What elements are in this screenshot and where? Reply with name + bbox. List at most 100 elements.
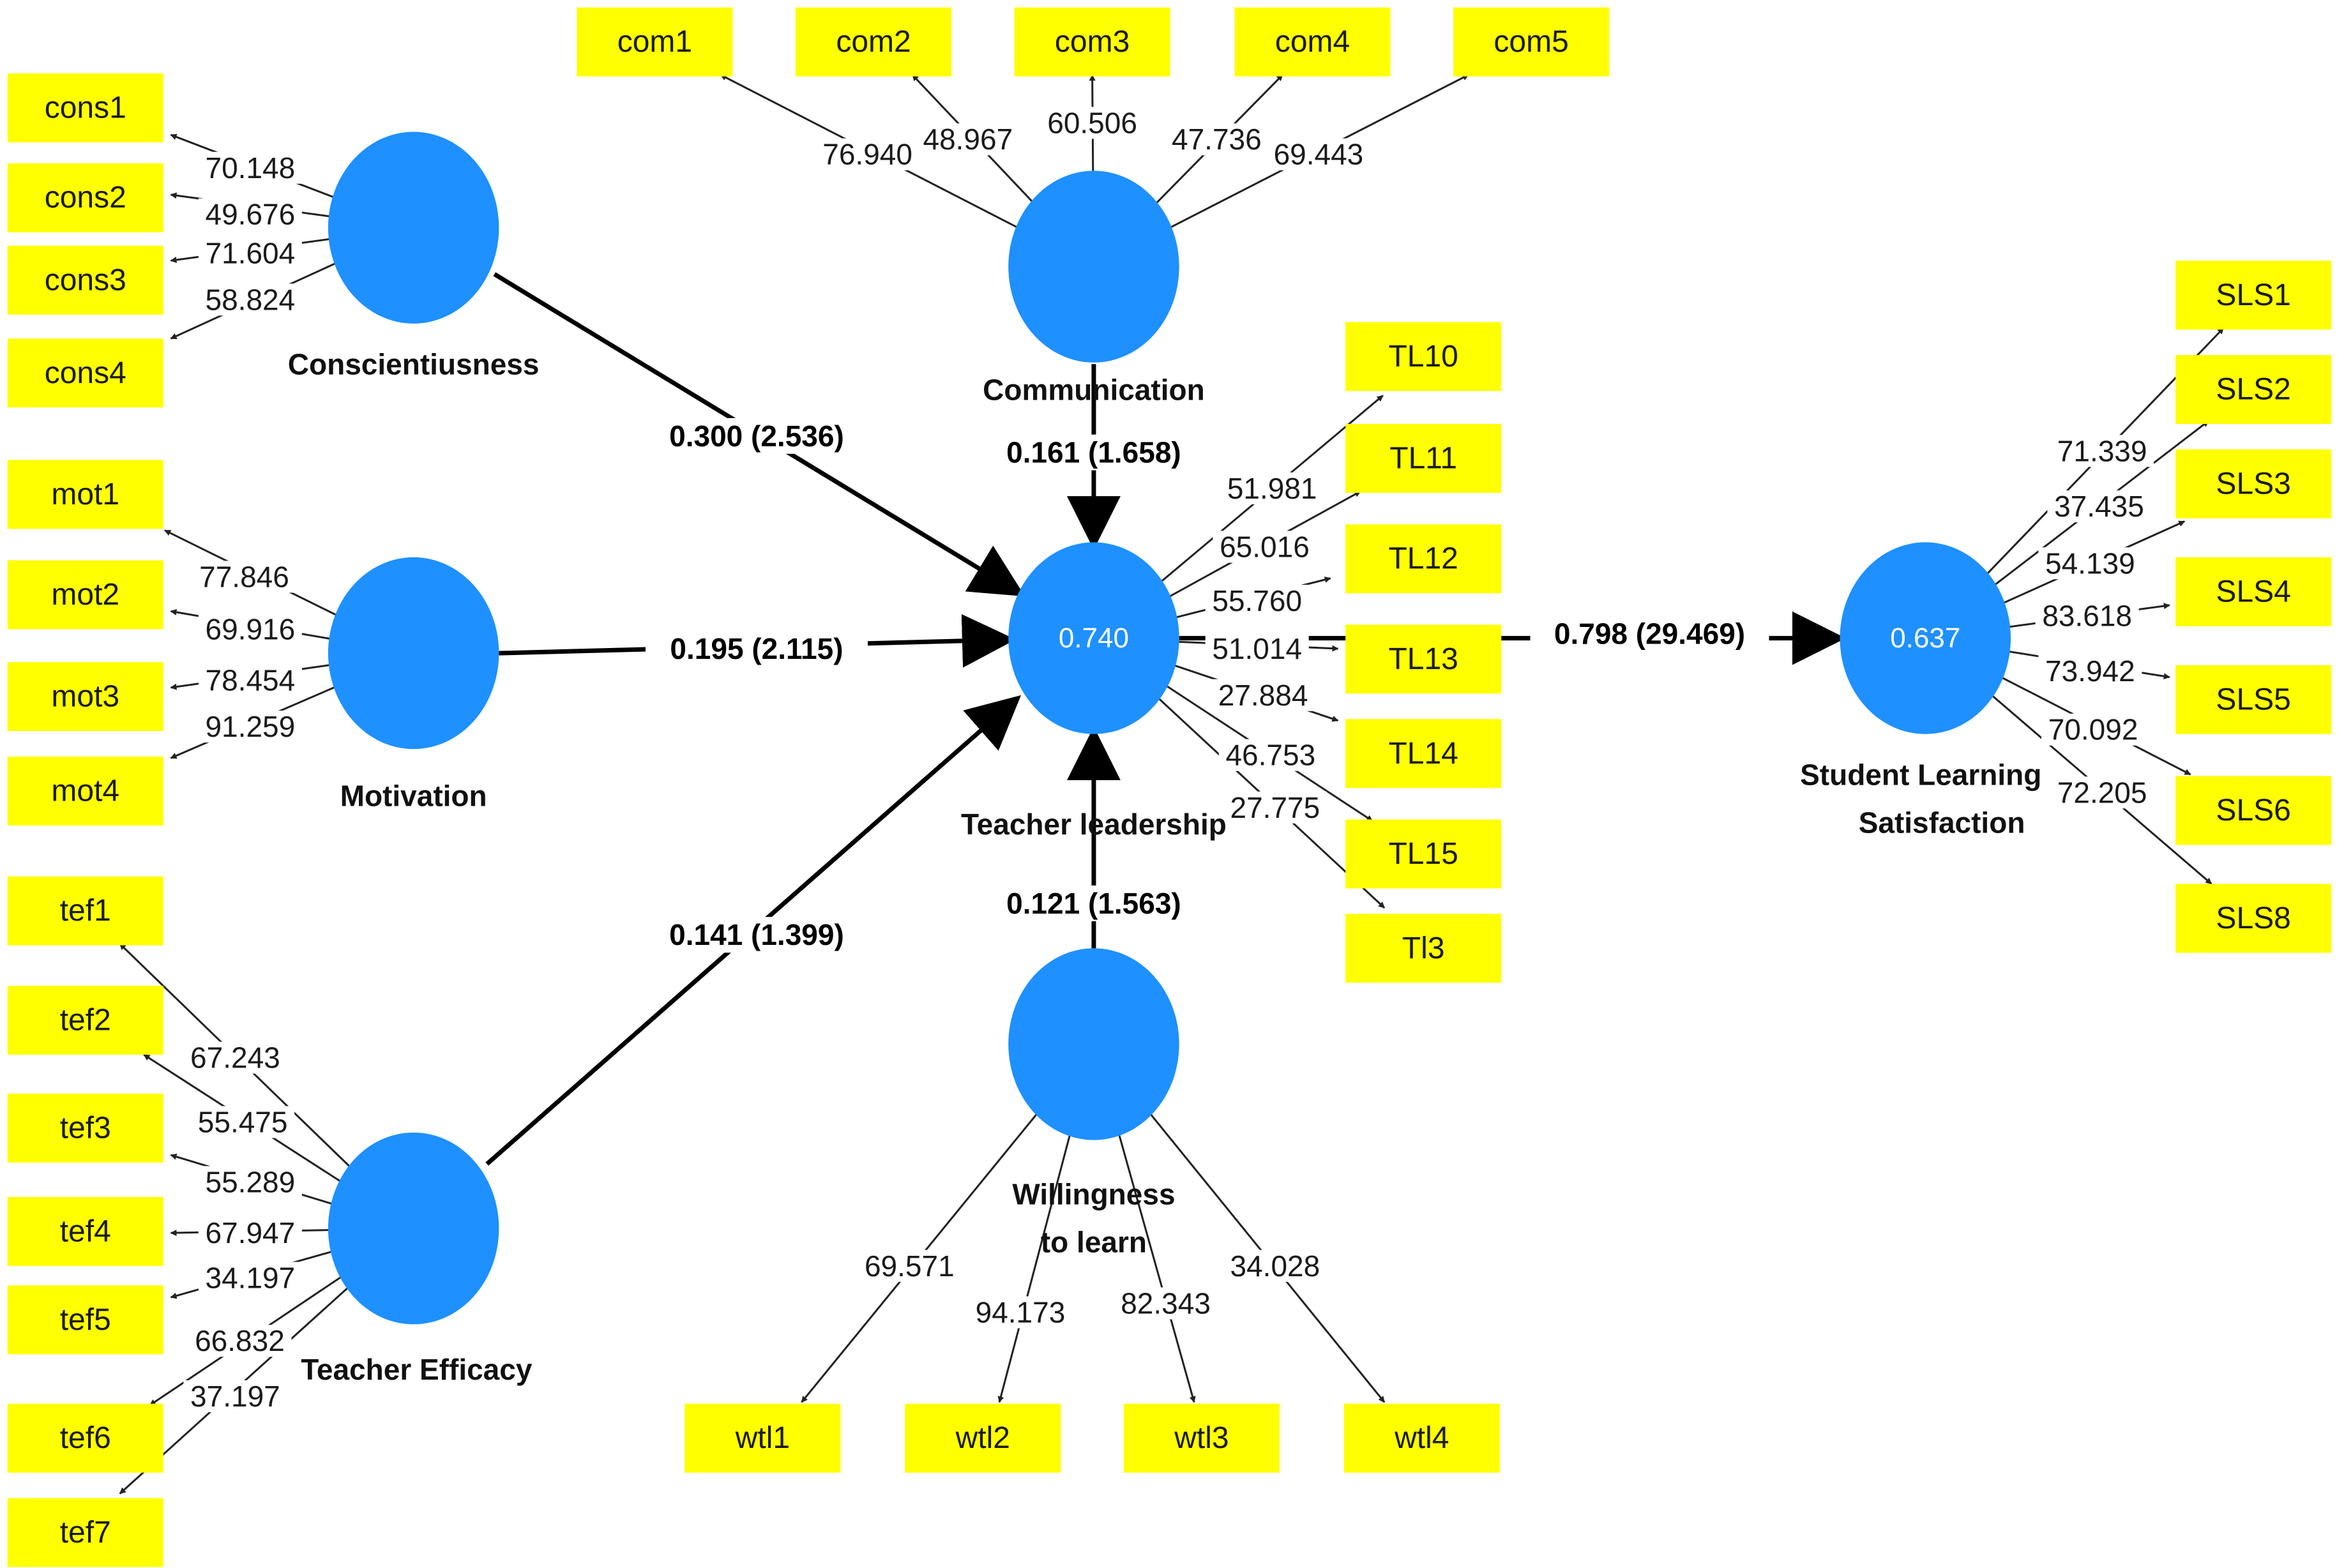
loading-label-background — [1205, 633, 1309, 665]
loading-value-com2: 48.967 — [923, 123, 1013, 156]
indicator-box — [577, 7, 733, 77]
indicator-mot3[interactable]: mot3 — [7, 662, 163, 732]
path-label-background — [1530, 615, 1769, 652]
indicator-sls1[interactable]: SLS1 — [2175, 260, 2332, 330]
indicator-tl12[interactable]: TL12 — [1345, 524, 1502, 594]
loading-value-tef5: 34.197 — [206, 1262, 296, 1295]
loading-label-background — [198, 151, 302, 184]
indicator-sls3[interactable]: SLS3 — [2175, 449, 2332, 518]
indicator-tef4[interactable]: tef4 — [7, 1196, 163, 1266]
latent-name-tl: Teacher leadership — [961, 808, 1227, 841]
loading-value-tl13: 51.014 — [1212, 632, 1302, 665]
indicator-wtl3[interactable]: wtl3 — [1123, 1403, 1280, 1473]
latent-variable-mot[interactable] — [328, 557, 499, 750]
indicator-sls8[interactable]: SLS8 — [2175, 884, 2332, 953]
path-label-background — [982, 885, 1205, 921]
indicator-box — [2175, 260, 2332, 330]
indicator-com5[interactable]: com5 — [1453, 7, 1610, 77]
indicator-label: TL13 — [1388, 642, 1458, 676]
indicator-box — [7, 756, 163, 825]
indicator-label: wtl2 — [955, 1421, 1010, 1455]
latent-variables-layer: 0.740 0.637 — [328, 132, 2011, 1325]
indicator-tef5[interactable]: tef5 — [7, 1285, 163, 1355]
indicator-mot1[interactable]: mot1 — [7, 460, 163, 529]
indicator-wtl1[interactable]: wtl1 — [684, 1403, 841, 1473]
indicator-com4[interactable]: com4 — [1234, 7, 1391, 77]
indicator-sls2[interactable]: SLS2 — [2175, 355, 2332, 425]
loading-value-com5: 69.443 — [1274, 138, 1364, 171]
loading-value-wtl4: 34.028 — [1230, 1249, 1320, 1283]
indicator-wtl4[interactable]: wtl4 — [1343, 1403, 1500, 1473]
loading-value-sls4: 83.618 — [2042, 599, 2132, 632]
loading-label-background — [1211, 679, 1315, 711]
loading-value-tef7: 37.197 — [190, 1380, 280, 1413]
indicator-mot2[interactable]: mot2 — [7, 560, 163, 629]
indicator-label: SLS5 — [2216, 682, 2290, 716]
latent-name-sls: Satisfaction — [1859, 806, 2025, 840]
indicator-sls6[interactable]: SLS6 — [2175, 776, 2332, 845]
loading-value-tef3: 55.289 — [206, 1165, 296, 1198]
indicator-box — [1234, 7, 1391, 77]
latent-variable-com[interactable] — [1008, 170, 1179, 363]
indicator-tl15[interactable]: TL15 — [1345, 819, 1502, 889]
indicator-sls5[interactable]: SLS5 — [2175, 665, 2332, 734]
latent-circle — [328, 557, 499, 750]
indicator-box — [7, 662, 163, 732]
indicator-box — [2175, 557, 2332, 626]
loading-label-background — [198, 613, 302, 645]
indicator-tef1[interactable]: tef1 — [7, 876, 163, 946]
indicator-tl13[interactable]: TL13 — [1345, 624, 1502, 694]
loading-value-tef4: 67.947 — [206, 1216, 296, 1249]
indicator-label: Tl3 — [1402, 931, 1445, 965]
latent-variable-cons[interactable] — [328, 132, 499, 324]
loading-value-tef6: 66.832 — [195, 1324, 285, 1357]
indicator-com1[interactable]: com1 — [577, 7, 733, 77]
indicator-tef6[interactable]: tef6 — [7, 1403, 163, 1473]
indicator-box — [2175, 449, 2332, 518]
indicator-wtl2[interactable]: wtl2 — [905, 1403, 1061, 1473]
indicator-mot4[interactable]: mot4 — [7, 756, 163, 825]
indicator-tef2[interactable]: tef2 — [7, 985, 163, 1055]
indicator-tl11[interactable]: TL11 — [1345, 424, 1502, 493]
indicator-sls4[interactable]: SLS4 — [2175, 557, 2332, 626]
indicator-box — [7, 460, 163, 529]
indicator-tl3[interactable]: Tl3 — [1345, 914, 1502, 983]
latent-variable-tef[interactable] — [328, 1132, 499, 1325]
latent-variable-wtl[interactable] — [1008, 948, 1179, 1140]
loading-label-background — [858, 1249, 962, 1282]
latent-variable-sls[interactable]: 0.637 — [1840, 542, 2011, 734]
loading-label-background — [183, 1041, 287, 1074]
indicator-tef3[interactable]: tef3 — [7, 1093, 163, 1163]
loading-value-sls3: 54.139 — [2045, 547, 2135, 580]
loading-value-cons4: 58.824 — [206, 283, 296, 316]
path-coefficient-mot-to-tl: 0.195 (2.115) — [670, 632, 843, 665]
path-coefficient-tef-to-tl: 0.141 (1.399) — [669, 918, 844, 951]
indicator-tef7[interactable]: tef7 — [7, 1498, 163, 1567]
latent-circle — [1008, 542, 1179, 734]
indicator-com3[interactable]: com3 — [1014, 7, 1170, 77]
loading-label-background — [2038, 655, 2142, 688]
indicator-cons1[interactable]: cons1 — [7, 73, 163, 142]
indicator-box — [684, 1403, 841, 1473]
indicator-label: SLS6 — [2216, 794, 2290, 827]
indicator-box — [7, 338, 163, 408]
latent-name-cons: Conscientiusness — [288, 348, 540, 381]
latent-name-wtl: Willingness — [1012, 1178, 1175, 1211]
indicator-label: com3 — [1055, 25, 1130, 59]
loading-label-background — [183, 1380, 287, 1412]
latent-variable-tl[interactable]: 0.740 — [1008, 542, 1179, 734]
loading-value-sls8: 72.205 — [2057, 776, 2147, 809]
loading-label-background — [198, 664, 302, 697]
indicator-tl10[interactable]: TL10 — [1345, 322, 1502, 391]
loading-label-background — [198, 198, 302, 230]
latent-circle — [1008, 170, 1179, 363]
loading-label-background — [1040, 107, 1144, 139]
indicator-cons4[interactable]: cons4 — [7, 338, 163, 408]
indicator-label: wtl4 — [1394, 1421, 1449, 1455]
indicator-cons3[interactable]: cons3 — [7, 245, 163, 315]
indicator-tl14[interactable]: TL14 — [1345, 719, 1502, 788]
loading-value-sls1: 71.339 — [2057, 434, 2147, 467]
indicator-com2[interactable]: com2 — [795, 7, 952, 77]
indicator-box — [7, 1093, 163, 1163]
indicator-cons2[interactable]: cons2 — [7, 163, 163, 232]
